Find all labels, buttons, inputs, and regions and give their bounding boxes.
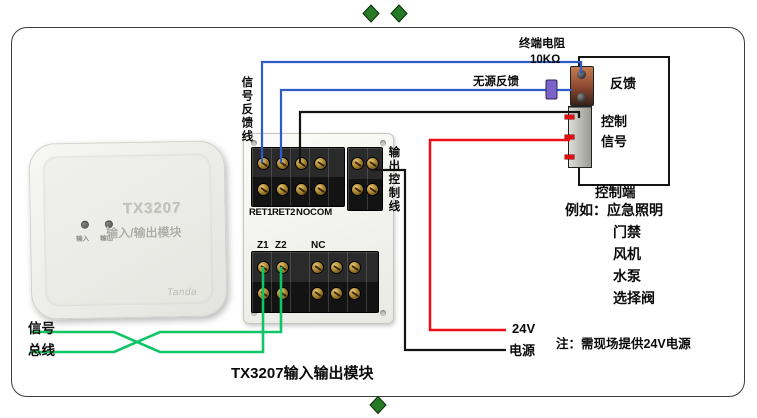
control-signal-contact — [565, 115, 574, 119]
signal-bus-label-line1: 信号 — [28, 321, 55, 336]
terminal-screw — [258, 288, 269, 299]
diagram-caption: TX3207输入输出模块 — [231, 365, 374, 382]
control-terminal-label: 控制端 — [595, 185, 636, 200]
terminal-screw — [312, 288, 323, 299]
terminal-screw — [331, 262, 342, 273]
feedback-pin-top — [576, 70, 586, 79]
terminal-screw — [352, 184, 363, 195]
terminal-screw — [277, 288, 288, 299]
example-item: 门禁 — [613, 224, 641, 240]
example-item: 例如：应急照明 — [565, 202, 663, 218]
terminal-screw — [349, 262, 360, 273]
power-24v-label: 24V — [512, 321, 536, 336]
terminal-label-ret2: RET2 — [272, 207, 296, 218]
terminal-screw-com — [315, 158, 326, 169]
control-signal-label-line1: 控制 — [601, 114, 628, 129]
terminal-screw-z1 — [258, 262, 269, 273]
module-brand-logo: Tanda — [167, 286, 198, 299]
output-control-line-label: 输出控制线 — [387, 146, 400, 214]
terminal-label-z2: Z2 — [275, 240, 287, 251]
terminal-screw-z2 — [277, 262, 288, 273]
terminal-label-ret1: RET1 — [249, 207, 273, 218]
terminal-label-no: NO — [296, 207, 311, 218]
terminal-screw — [349, 288, 360, 299]
terminal-screw-ret2 — [277, 158, 288, 169]
terminal-resistor-label: 终端电阻 — [519, 38, 565, 50]
mounting-hole — [380, 310, 386, 316]
terminal-screw — [331, 288, 342, 299]
terminal-label-com: COM — [310, 207, 333, 218]
terminal-strip-bottom — [251, 251, 379, 313]
feedback-pin-bottom — [576, 93, 586, 102]
example-item: 选择阀 — [613, 290, 655, 306]
terminal-strip-aux — [347, 147, 383, 211]
control-signal-label-line2: 信号 — [601, 134, 628, 149]
signal-bus-label-line2: 总线 — [28, 343, 55, 358]
diamond-icon — [362, 4, 380, 23]
terminal-screw — [315, 184, 326, 195]
io-module-photo: 输入 输出 TX3207 输入/输出模块 Tanda — [28, 140, 228, 320]
control-signal-contact — [565, 135, 574, 139]
terminal-screw — [352, 158, 363, 169]
terminal-screw — [258, 184, 269, 195]
feedback-component — [570, 66, 594, 106]
resistor-value-label: 10KΩ — [530, 54, 561, 66]
terminal-label-z1: Z1 — [257, 240, 269, 251]
power-supply-label: 电源 — [509, 343, 536, 358]
module-name-text: 输入/输出模块 — [105, 225, 182, 241]
diamond-icon — [390, 4, 408, 23]
terminal-label-nc: NC — [311, 240, 326, 251]
example-item: 水泵 — [613, 268, 641, 284]
mounting-hole — [251, 140, 257, 146]
feedback-label: 反馈 — [610, 76, 637, 91]
module-model-text: TX3207 — [122, 199, 182, 218]
terminal-screw — [367, 184, 378, 195]
control-signal-label: 控制 信号 — [601, 112, 627, 152]
terminal-screw-ret1 — [258, 158, 269, 169]
signal-feedback-line-label: 信号反馈线 — [240, 76, 253, 144]
terminal-screw-nc — [312, 262, 323, 273]
control-signal-component — [565, 106, 592, 168]
terminal-screw — [367, 158, 378, 169]
terminal-screw — [296, 184, 307, 195]
passive-feedback-label: 无源反馈 — [473, 76, 519, 88]
example-item: 风机 — [613, 246, 641, 262]
terminal-strip-top — [251, 147, 345, 207]
terminal-screw-no — [296, 158, 307, 169]
control-signal-contact — [565, 155, 574, 159]
terminal-screw — [277, 184, 288, 195]
diamond-icon — [369, 395, 387, 415]
input-led-label: 输入 — [76, 235, 90, 243]
site-power-note: 注：需现场提供24V电源 — [556, 337, 691, 351]
